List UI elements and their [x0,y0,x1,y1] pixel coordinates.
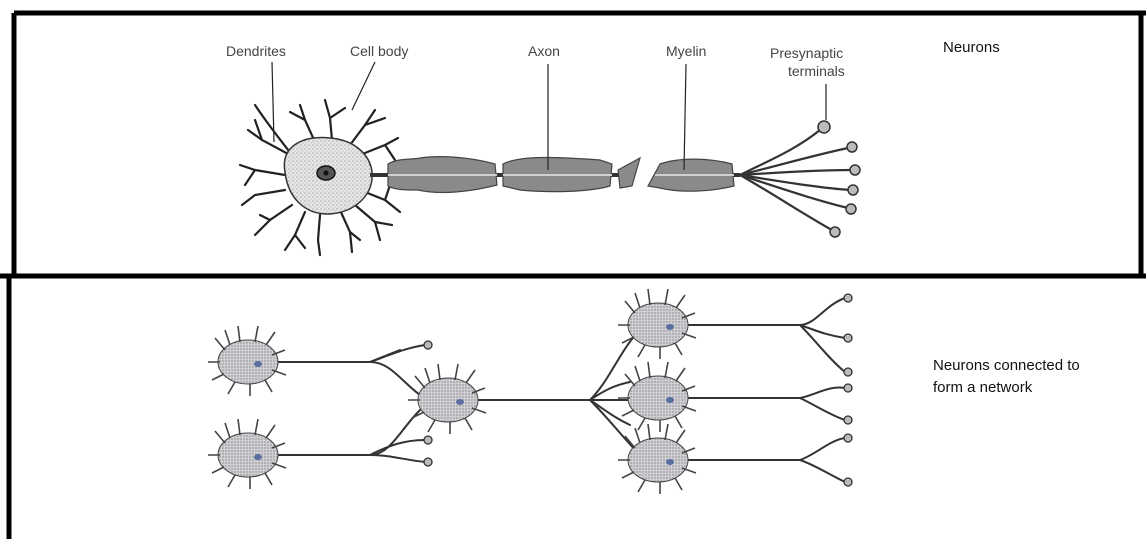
network-neuron-6 [618,424,696,494]
top-panel-title: Neurons [943,39,1000,56]
network-caption-line1: Neurons connected to [933,357,1080,374]
network-neuron-3 [408,364,486,434]
label-cell-body: Cell body [350,43,408,59]
label-axon: Axon [528,43,560,59]
network-neuron-2 [208,419,286,489]
neuron-network [262,298,845,482]
label-presynaptic-line1: Presynaptic [770,45,843,61]
network-neuron-5 [618,362,696,432]
terminal-boutons [818,121,860,237]
myelin-sheaths [388,157,734,193]
single-neuron [240,62,860,255]
network-caption-line2: form a network [933,379,1033,396]
label-dendrites: Dendrites [226,43,286,59]
label-presynaptic-line2: terminals [788,63,845,79]
label-myelin: Myelin [666,43,706,59]
network-neuron-4 [618,289,696,359]
panel-borders [0,13,1146,539]
network-neuron-1 [208,326,286,396]
presynaptic-terminals [740,130,852,230]
